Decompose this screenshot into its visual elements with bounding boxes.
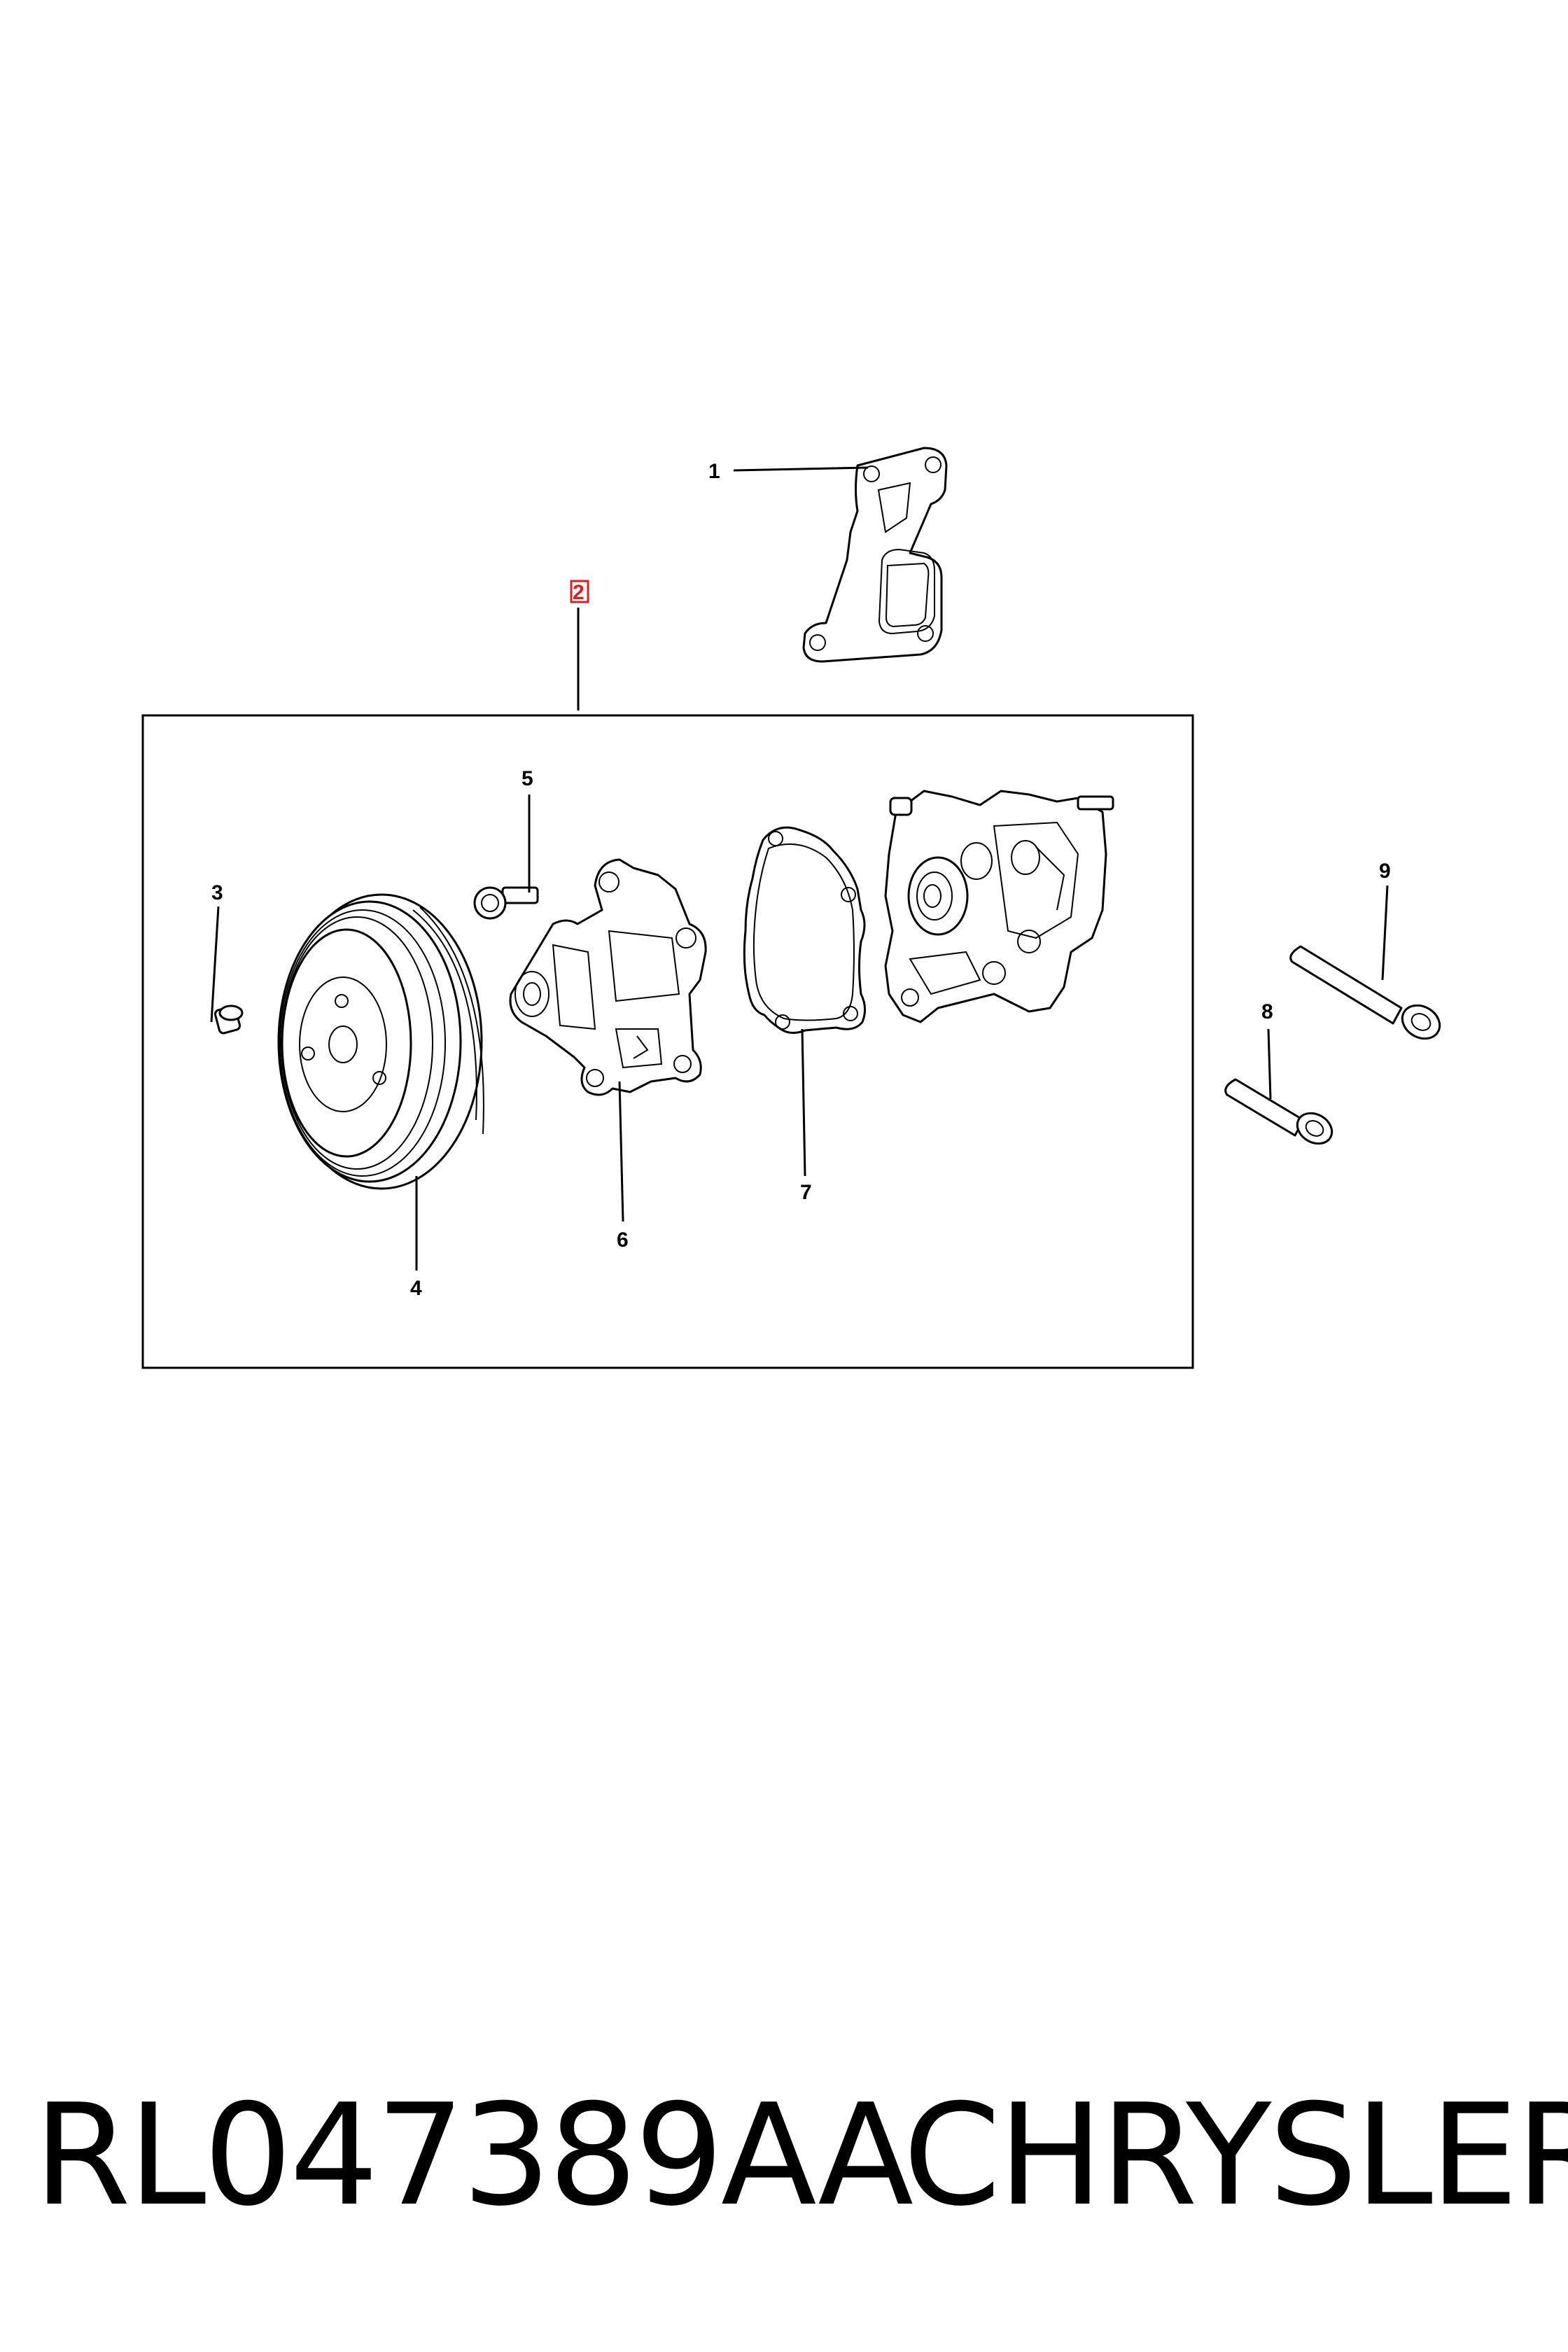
- callout-8: 8: [1261, 1000, 1273, 1023]
- callout-1: 1: [708, 460, 720, 483]
- callout-6: 6: [617, 1228, 629, 1252]
- callout-2: 2: [573, 581, 584, 604]
- callout-3: 3: [211, 881, 223, 904]
- part-number-label: RL047389AA: [34, 2074, 913, 2237]
- gasket-part-1: [802, 447, 948, 663]
- callout-5: 5: [522, 767, 533, 790]
- leader-8: [1267, 1028, 1272, 1100]
- leader-1: [733, 466, 869, 472]
- water-pump-assembly: [884, 790, 1114, 1023]
- assembly-box: [141, 714, 1194, 1369]
- leader-9: [1381, 885, 1389, 981]
- callout-2-highlight: [570, 580, 589, 603]
- pump-housing-part-6: [509, 858, 707, 1096]
- bolt-part-5: [473, 886, 539, 920]
- bolt-part-3: [214, 1004, 244, 1035]
- leader-3: [210, 906, 220, 1023]
- callout-9: 9: [1379, 860, 1391, 883]
- leader-6: [618, 1081, 624, 1222]
- bolt-part-8: [1224, 1078, 1334, 1145]
- callout-4: 4: [410, 1277, 422, 1300]
- brand-label: CHRYSLER: [903, 2074, 1568, 2237]
- caption-bar: RL047389AA CHRYSLER: [0, 2072, 1568, 2240]
- pump-gasket-part-7: [743, 826, 866, 1034]
- leader-7: [801, 1028, 806, 1177]
- pulley-part-4: [277, 893, 484, 1190]
- long-bolt-part-9: [1289, 945, 1441, 1040]
- callout-7: 7: [800, 1181, 812, 1204]
